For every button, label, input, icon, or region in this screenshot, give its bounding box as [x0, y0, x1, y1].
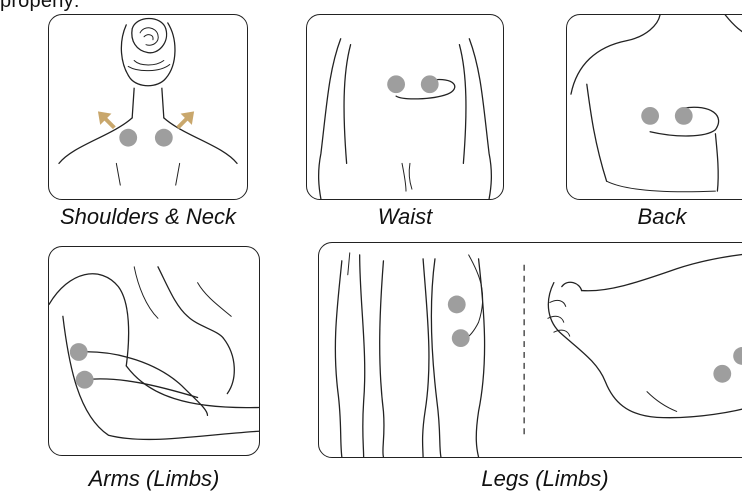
massage-point-calf-upper — [733, 347, 742, 365]
caption-arms: Arms (Limbs) — [42, 466, 266, 492]
arms-illustration — [49, 247, 259, 455]
massage-point-arm-lower — [76, 371, 94, 389]
shoulders-neck-illustration — [49, 15, 247, 199]
panel-waist — [306, 14, 504, 200]
panel-arms — [48, 246, 260, 456]
legs-illustration — [319, 243, 742, 457]
back-illustration — [567, 15, 742, 199]
arrow-up-right-icon — [178, 112, 194, 128]
massage-point-thigh — [448, 296, 466, 314]
caption-legs: Legs (Limbs) — [426, 466, 664, 492]
massage-point-arm-upper — [70, 343, 88, 361]
massage-point-right-shoulder — [155, 129, 173, 147]
massage-point-left-shoulder — [119, 129, 137, 147]
panel-legs — [318, 242, 742, 458]
massage-point-knee — [452, 329, 470, 347]
panel-back — [566, 14, 742, 200]
intro-text: properly: — [0, 0, 80, 13]
massage-point-back-left — [641, 107, 659, 125]
caption-waist: Waist — [326, 204, 484, 230]
caption-shoulders-neck: Shoulders & Neck — [30, 204, 266, 230]
arrow-up-left-icon — [99, 112, 115, 128]
massage-point-calf-lower — [713, 365, 731, 383]
caption-back: Back — [596, 204, 728, 230]
massage-point-waist-right — [421, 75, 439, 93]
waist-illustration — [307, 15, 503, 199]
massage-point-back-right — [675, 107, 693, 125]
massage-point-waist-left — [387, 75, 405, 93]
panel-shoulders-neck — [48, 14, 248, 200]
